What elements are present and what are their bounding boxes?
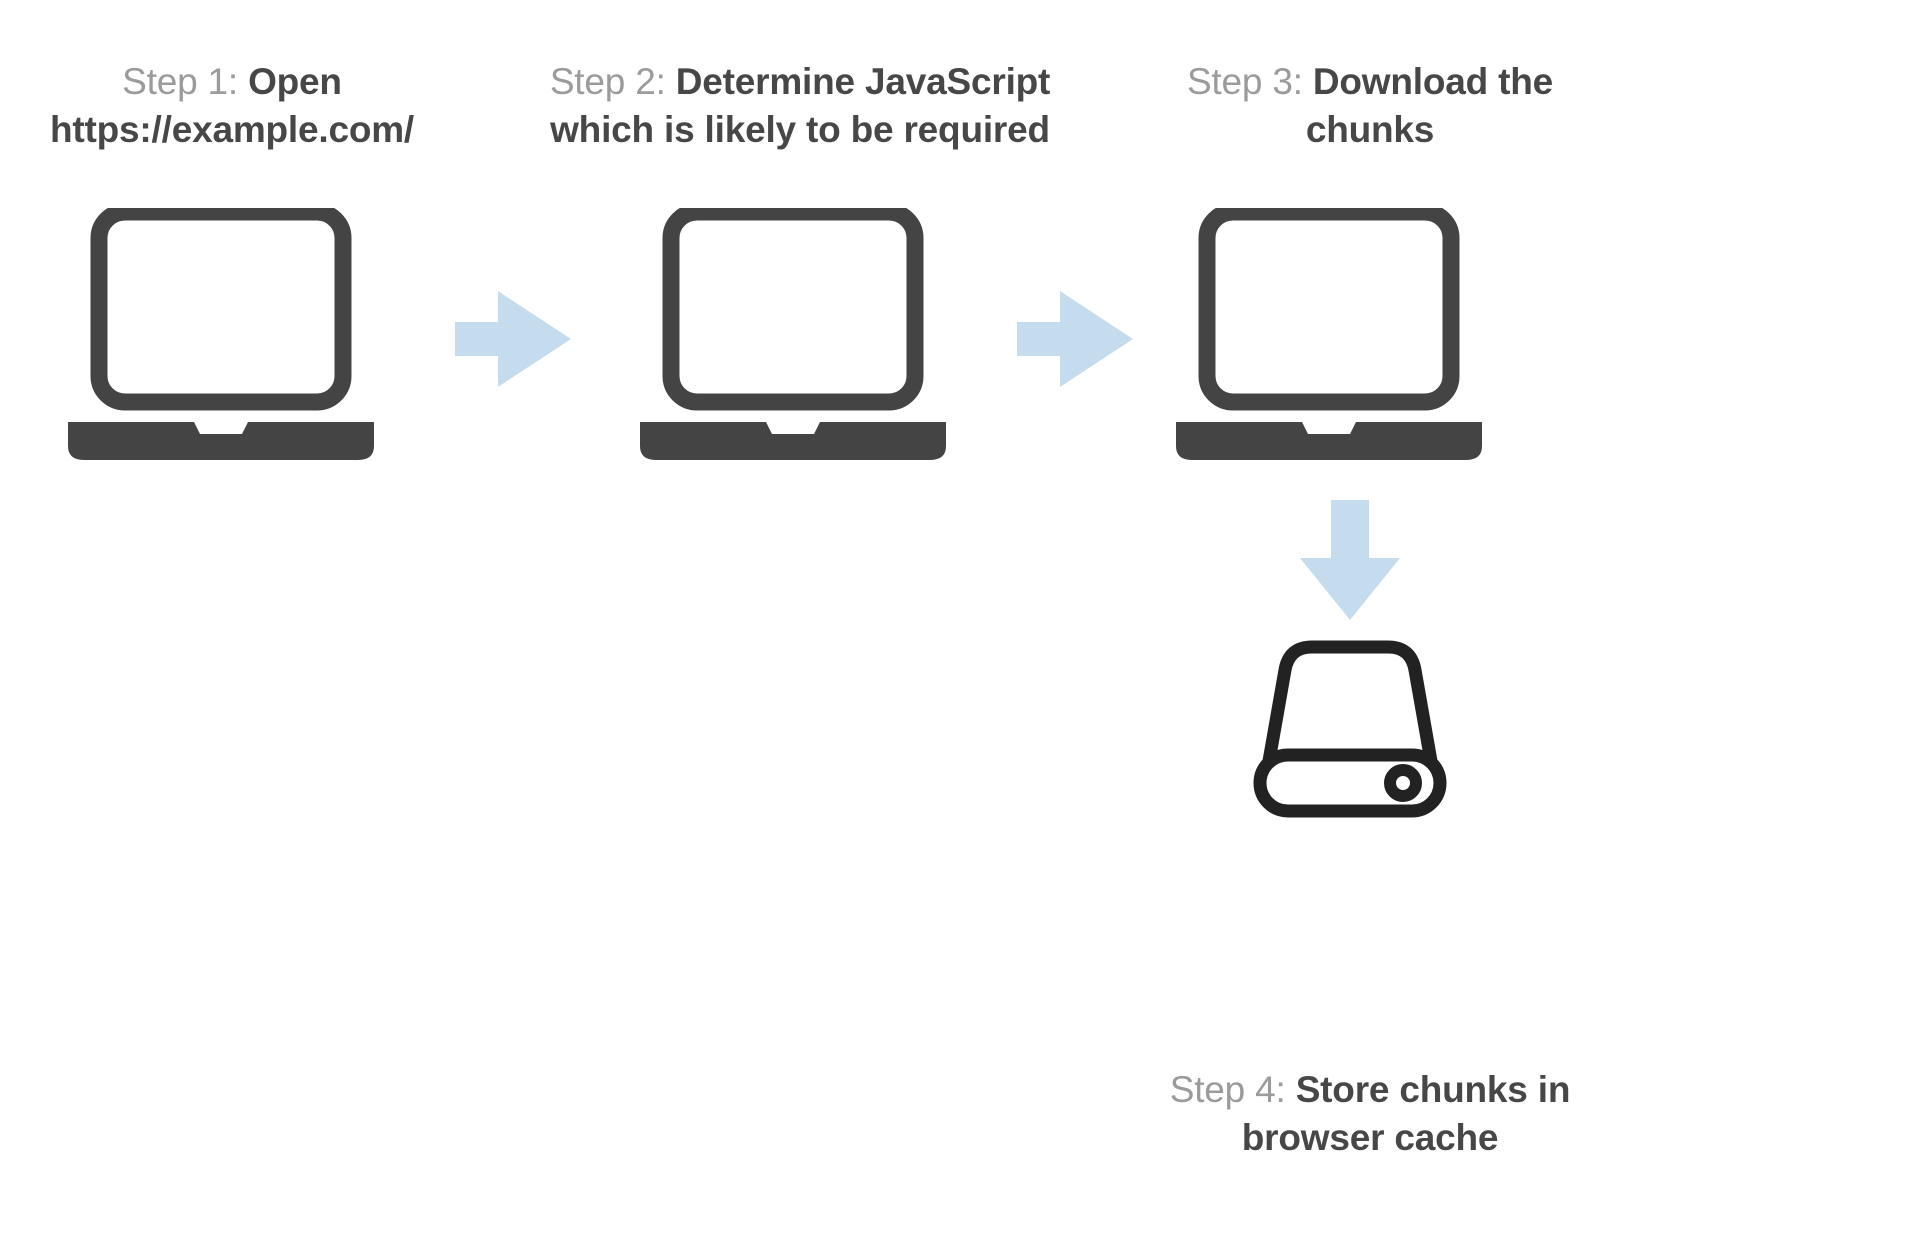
step-2-caption: Step 2: Determine JavaScript which is li… [540,58,1060,154]
laptop-icon-step-1 [66,208,411,463]
arrow-right-icon-2 [1017,291,1133,387]
step-1-text: Open https://example.com/ [49,61,415,151]
step-3-text: Download the chunks [1305,61,1554,151]
step-4-caption: Step 4: Store chunks in browser cache [1160,1066,1580,1162]
step-1-prefix: Step 1: [122,61,249,102]
arrow-right-icon-1 [455,291,571,387]
step-4-text: Store chunks in browser cache [1241,1069,1571,1159]
hard-drive-icon-step-4 [1252,638,1448,818]
laptop-icon-step-2 [638,208,983,463]
step-2-prefix: Step 2: [549,61,676,102]
step-1-caption: Step 1: Open https://example.com/ [22,58,442,154]
step-2-text: Determine JavaScript which is likely to … [550,61,1051,151]
step-3-prefix: Step 3: [1186,61,1313,102]
step-3-caption: Step 3: Download the chunks [1160,58,1580,154]
laptop-icon-step-3 [1174,208,1519,463]
step-4-prefix: Step 4: [1169,1069,1296,1110]
arrow-down-icon [1300,500,1400,620]
